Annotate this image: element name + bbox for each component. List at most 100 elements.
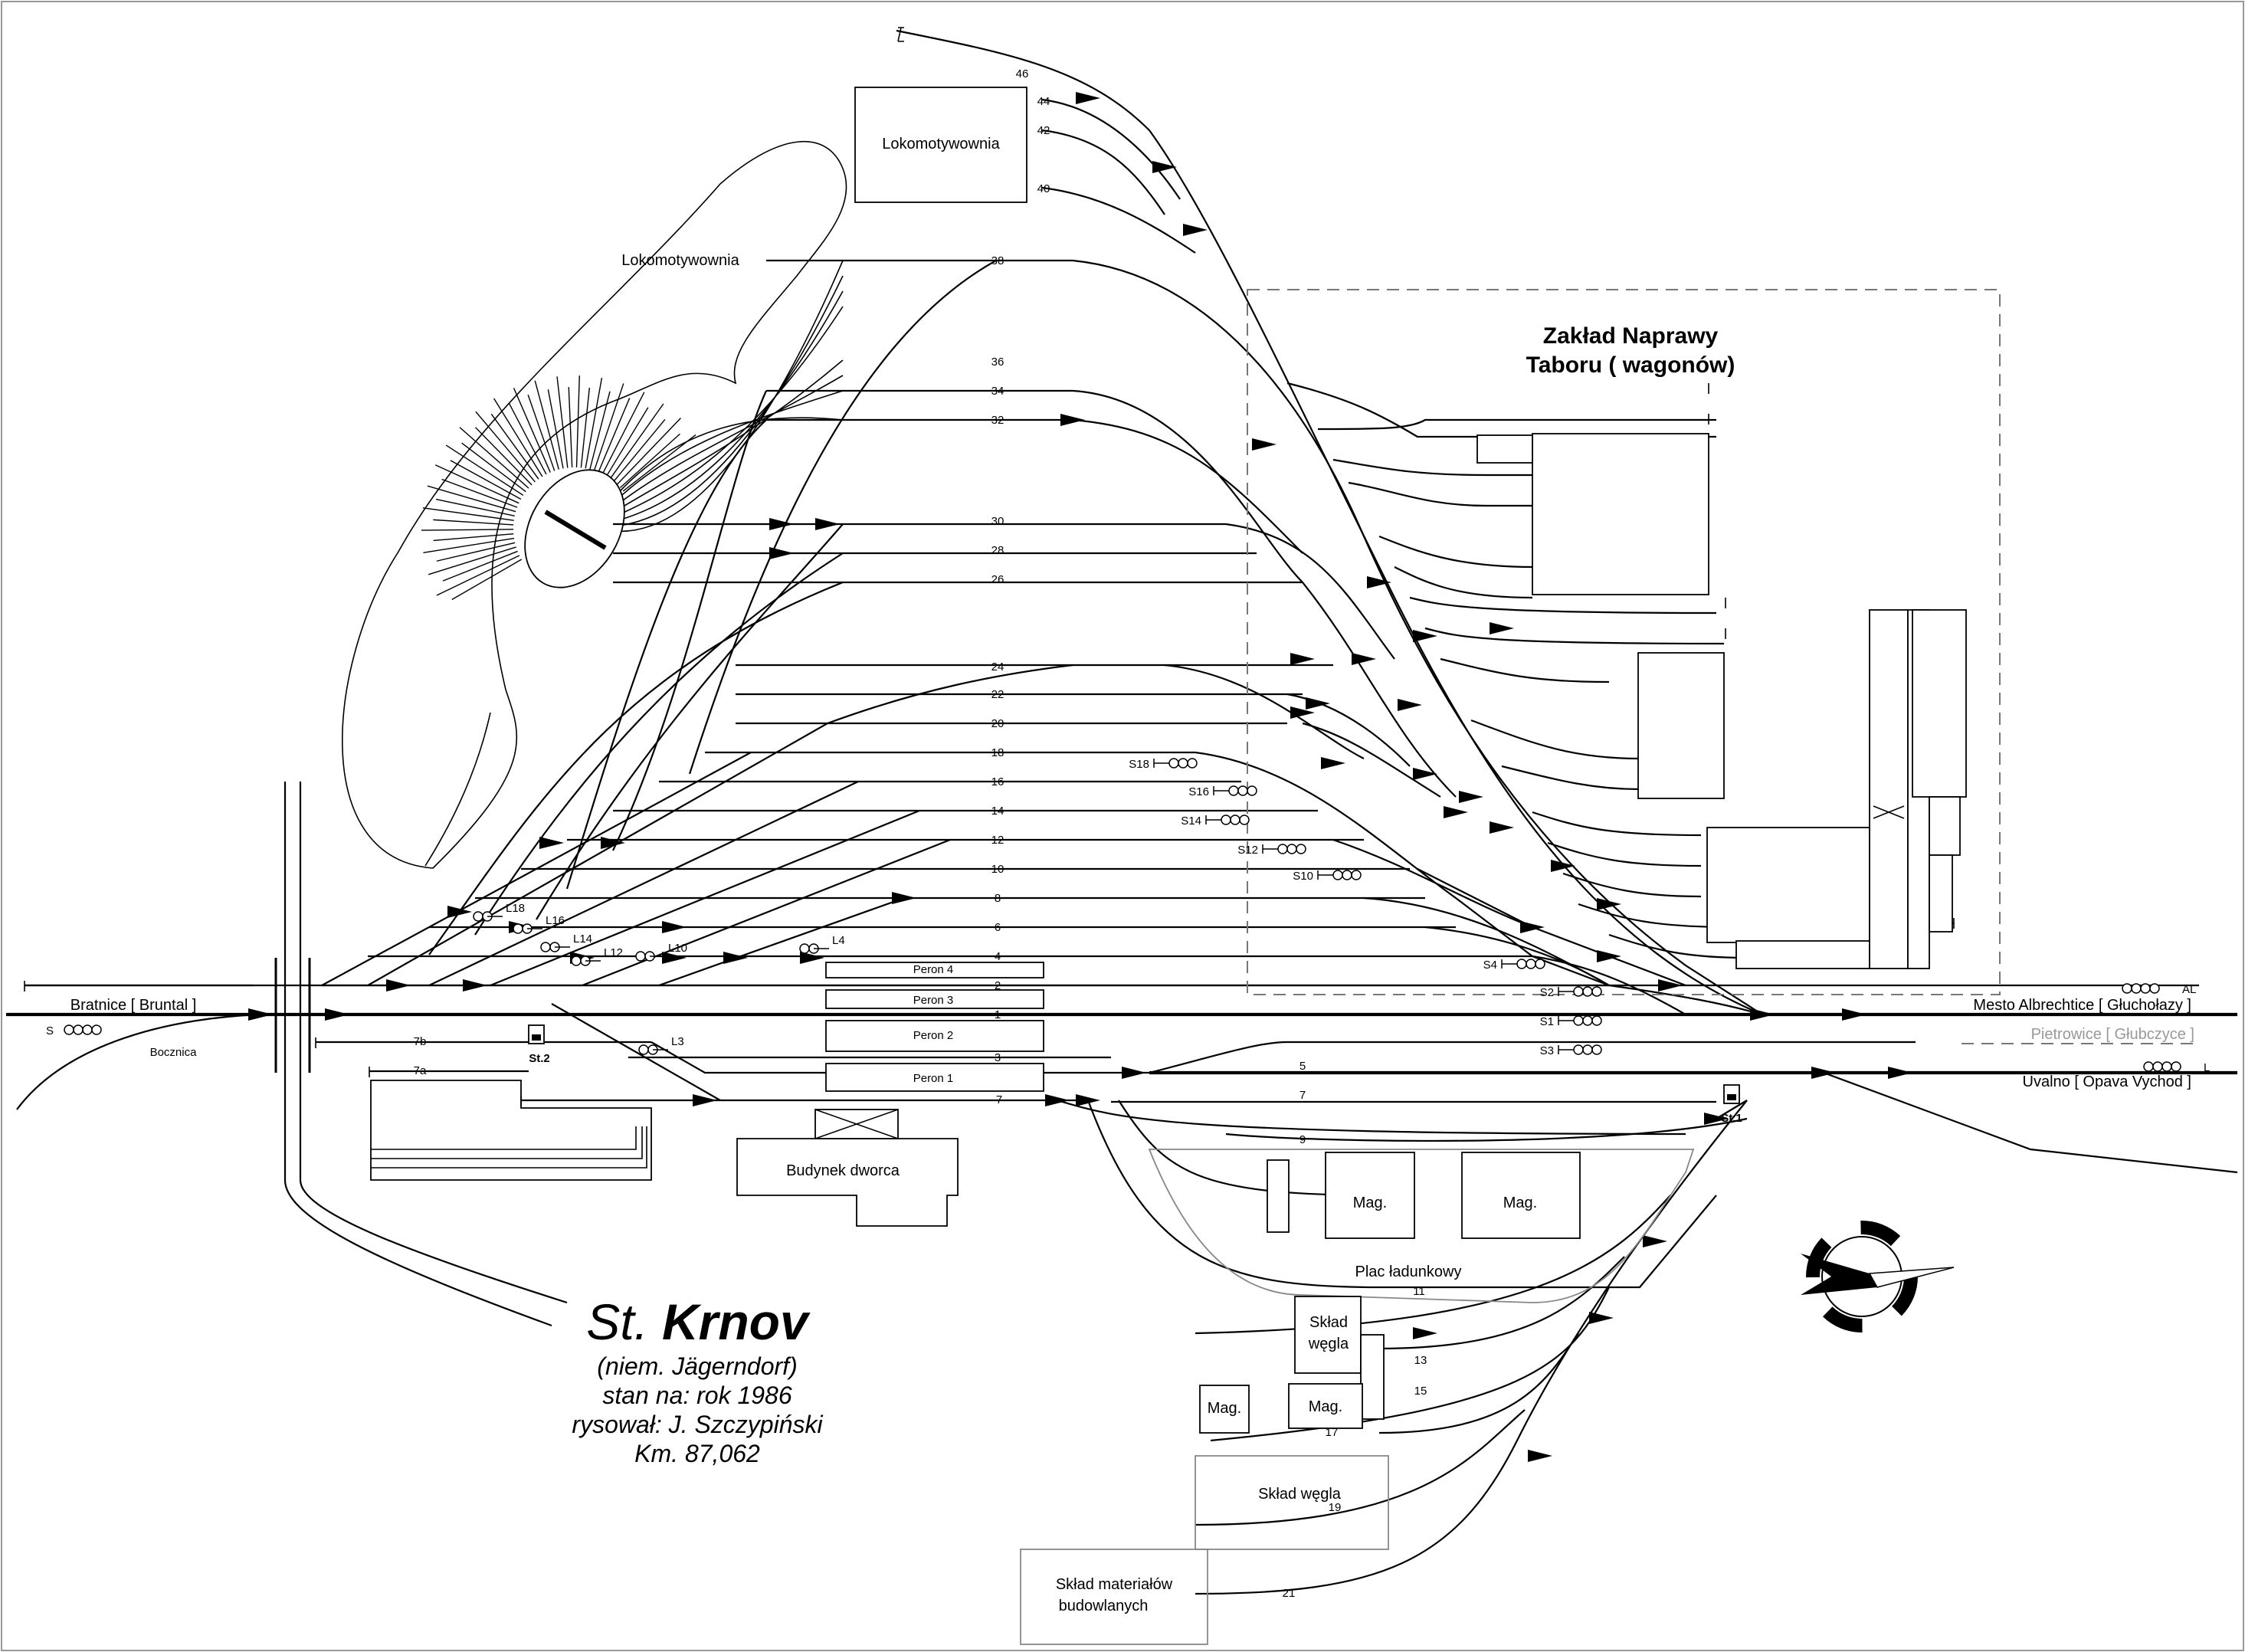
switch-marker [601,837,625,849]
switch-marker [769,547,794,559]
loading-yard [1148,1149,1695,1303]
fan-line [441,478,518,508]
signal-lamp [799,943,810,954]
page-title: St.Krnov [586,1293,811,1350]
fan-line [556,376,569,468]
signal-lamp [1168,758,1179,769]
track-number-label: 38 [991,254,1005,267]
workshop-title-1: Zakład Naprawy [1543,323,1719,349]
signal-lamp [2140,983,2151,994]
warehouse-2-label: Mag. [1503,1195,1537,1211]
track-number-label: 2 [995,979,1001,992]
track-number-label: 10 [991,863,1005,876]
signal-label: L18 [506,902,525,915]
track-number-label: 1 [995,1008,1001,1021]
signal-lamp [635,951,646,962]
signal-lamp [1342,870,1352,880]
track-number-label: 12 [991,834,1005,847]
switch-marker [1551,860,1575,872]
track-number-label: 30 [991,515,1005,528]
switch-marker [1183,224,1208,236]
track-number-label: 46 [1016,67,1029,80]
switch-marker [1520,921,1545,933]
switch-marker [1321,757,1345,769]
coal-store-1 [1294,1296,1362,1374]
signal-label: S16 [1188,785,1209,798]
track-number-label: 5 [1299,1060,1306,1073]
coal-store-1-label-2: węgla [1308,1336,1349,1352]
signal-lamp [540,942,551,952]
coal-store-1-annex [1360,1334,1385,1420]
fan-line [436,555,520,596]
fan-line [575,375,580,468]
fan-approach-track [612,306,844,518]
signal-lamp [1591,986,1602,997]
signal-symbols [64,758,2181,1072]
switch-marker [1490,821,1514,834]
materials-store-label-2: budowlanych [1059,1598,1149,1614]
signal-lamp [1286,844,1297,854]
signal-lamp [1239,815,1250,825]
signal-lamp [1351,870,1362,880]
buffers [24,27,1955,1106]
platform-1-label: Peron 1 [913,1072,954,1085]
signal-lamp [1573,1044,1584,1055]
track-number-label: 34 [991,385,1005,398]
signal-lamp [1582,1015,1593,1026]
compass-icon [1801,1221,1955,1332]
switch-marker [1152,161,1177,173]
signal-label: L [2204,1061,2210,1074]
fan-line [527,395,556,471]
switch-marker [1290,653,1315,665]
signal-label: S12 [1237,844,1258,857]
fan-line [475,427,533,486]
switch-marker [1122,1067,1146,1079]
switch-marker [1459,791,1483,803]
track-number-label: 18 [991,746,1005,759]
fan-line [593,383,624,471]
signal-lamp [1237,785,1248,796]
switch-marker [1658,979,1683,992]
coal-store-1-label-1: Skład [1309,1314,1348,1331]
warehouse-4 [1288,1383,1363,1429]
signal-lamp [1187,758,1198,769]
switch-marker [1076,1094,1100,1106]
fan-line [435,498,515,517]
fan-line [568,387,573,468]
fan-line [421,529,514,531]
direction-west: Bratnice [ Bruntal ] [70,997,197,1014]
platforms [825,962,1044,1092]
signal-lamp [91,1024,102,1035]
fan-line [490,413,539,480]
signal-label: L3 [671,1035,684,1048]
track-number-label: 7 [1299,1089,1306,1102]
direction-siding: Bocznica [150,1046,198,1059]
signal-lamp [1516,959,1527,969]
switch-marker [723,952,748,964]
switch-marker [1252,438,1277,451]
signal-lamp [1582,986,1593,997]
fan-line [423,537,515,553]
signal-lamp [2171,1061,2181,1072]
signal-lamp [1221,815,1231,825]
title-prefix: St. [586,1293,648,1350]
switch-marker [800,952,824,964]
signal-label: L4 [832,934,845,947]
workshop-boundary [1247,289,2001,995]
switch-marker [447,906,472,918]
station-building [736,1109,959,1227]
depot-small-building [854,87,1027,203]
coal-store-2 [1195,1455,1389,1550]
signal-label: L16 [546,914,565,927]
st1-post-icon [1723,1084,1740,1104]
track-number-label: 24 [991,660,1005,674]
switch-marker [1290,706,1315,719]
track-number-label: 26 [991,573,1005,586]
fan-line [534,380,559,470]
fan-line [585,378,603,469]
switch-marker [386,979,411,992]
fan-line [475,411,536,483]
fan-line [601,392,645,475]
station-building-label: Budynek dworca [786,1162,900,1179]
